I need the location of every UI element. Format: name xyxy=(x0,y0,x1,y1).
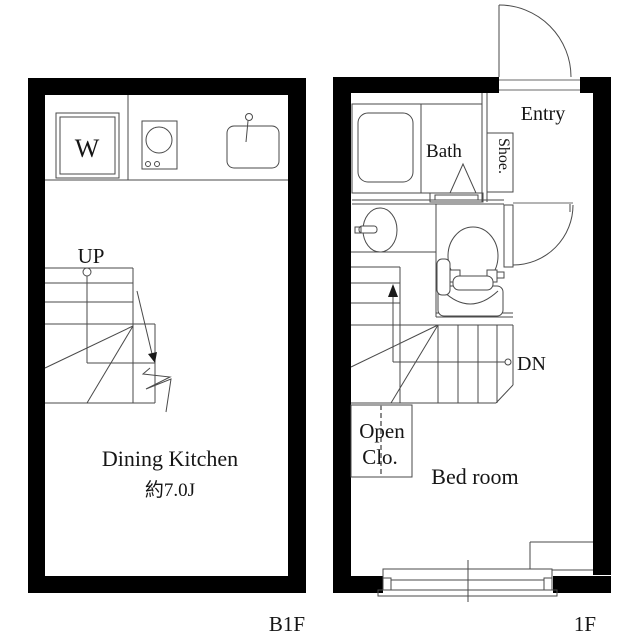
room-name-entry: Entry xyxy=(521,103,565,125)
sink-faucet-lever xyxy=(245,120,249,143)
wall-segment xyxy=(333,576,383,593)
wall-segment xyxy=(28,78,306,95)
dn-label: DN xyxy=(517,353,546,375)
floor-label-1f: 1F xyxy=(574,612,596,636)
f1-walls xyxy=(333,77,611,593)
window-handle xyxy=(543,577,553,591)
toilet-door xyxy=(492,204,574,279)
wall-segment xyxy=(288,78,306,593)
kitchen-counter xyxy=(45,95,288,181)
stair-end-marker xyxy=(504,358,512,366)
washbasin xyxy=(354,207,398,253)
kitchen-sink xyxy=(226,113,280,169)
window-sill xyxy=(377,589,558,597)
washing-machine-inner xyxy=(59,116,116,175)
stair-break-line xyxy=(141,367,172,413)
toilet-side-panel xyxy=(436,258,451,296)
shoe-cabinet: Shoe. xyxy=(486,132,514,193)
wall-segment xyxy=(28,78,45,593)
washbasin-tap xyxy=(354,226,362,234)
staircase-up: UP xyxy=(44,244,172,413)
wall-segment xyxy=(28,576,306,593)
washing-machine-label: W xyxy=(75,134,100,163)
up-label: UP xyxy=(78,244,105,268)
stove-knob xyxy=(145,161,151,167)
closet-label-line1: Open xyxy=(359,419,405,443)
staircase-down: DN xyxy=(350,266,546,404)
toilet xyxy=(436,226,504,317)
wall-segment xyxy=(553,576,611,593)
sink-faucet xyxy=(245,113,253,121)
toilet-door-swing-arc xyxy=(512,204,574,266)
stair-direction-arrow xyxy=(136,290,154,359)
bath-room: Bath xyxy=(351,103,484,203)
sink-basin xyxy=(226,125,280,169)
stair-start-marker xyxy=(82,267,92,277)
wall-segment xyxy=(333,77,351,593)
stair-arrowhead xyxy=(148,352,157,363)
floor-plan-1f: Entry Bath Shoe. xyxy=(333,4,611,636)
shoe-cabinet-label: Shoe. xyxy=(495,138,512,174)
b1f-walls xyxy=(28,78,306,593)
floor-plan-b1f: W xyxy=(28,78,306,636)
washbasin-faucet xyxy=(358,225,378,234)
stair-diagonal xyxy=(44,325,134,369)
room-name-bath: Bath xyxy=(426,141,462,162)
window-handle xyxy=(382,577,392,591)
toilet-seat-front xyxy=(452,275,494,291)
stair-diagonal xyxy=(86,325,134,404)
shoe-cabinet-outline xyxy=(486,132,514,193)
open-closet: Open Clo. xyxy=(350,404,413,478)
wall-segment xyxy=(593,77,611,575)
toilet-door-leaf xyxy=(503,204,514,268)
stair-diagonal xyxy=(390,324,439,404)
washing-machine: W xyxy=(55,112,120,179)
stair-chamfer xyxy=(495,384,514,404)
stove-burner xyxy=(145,126,173,154)
room-name-dining-kitchen: Dining Kitchen xyxy=(102,446,238,471)
bath-threshold xyxy=(429,192,484,203)
entry-door xyxy=(498,4,580,91)
stove-icon xyxy=(141,120,178,170)
wall-notch xyxy=(529,541,593,571)
closet-label-line2: Clo. xyxy=(362,445,398,469)
entry-door-swing-arc xyxy=(498,4,572,78)
stove-knob xyxy=(154,161,160,167)
floor-label-b1f: B1F xyxy=(269,612,305,636)
bath-door-triangle xyxy=(449,162,477,194)
wall-segment xyxy=(333,77,499,93)
bath-threshold-inner xyxy=(434,194,479,201)
room-area-label: 約7.0J xyxy=(145,479,195,501)
bathtub xyxy=(357,112,414,183)
stair-arrowhead xyxy=(388,284,398,297)
stair-diagonal xyxy=(350,324,439,368)
toilet-tank-curve xyxy=(442,290,499,305)
room-name-bedroom: Bed room xyxy=(431,464,518,489)
sliding-window xyxy=(377,560,558,602)
